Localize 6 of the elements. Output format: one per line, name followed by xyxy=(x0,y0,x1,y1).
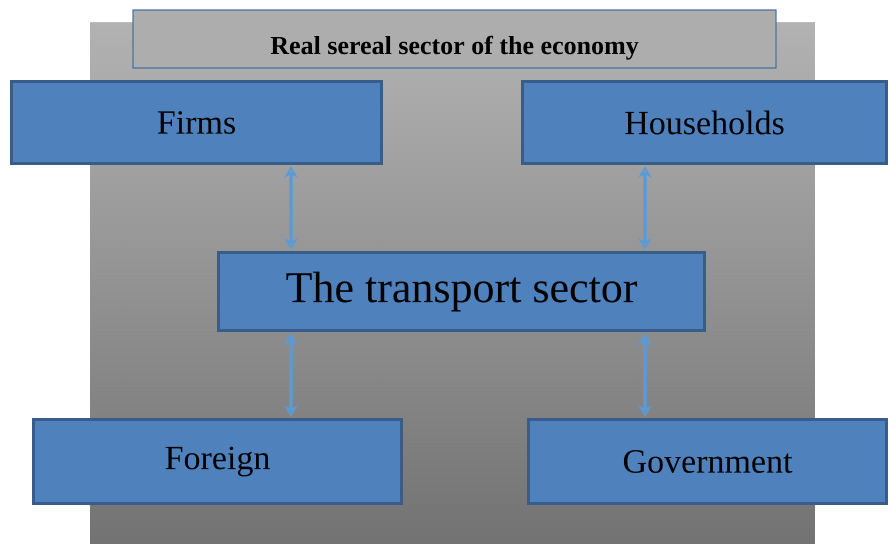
title-box: Real sereal sector of the economy xyxy=(132,9,777,69)
sector-box: Foreign xyxy=(32,418,403,505)
sector-box: Government xyxy=(527,418,888,505)
sector-box: Households xyxy=(521,80,888,165)
sector-box: The transport sector xyxy=(217,251,706,332)
sector-box: Firms xyxy=(10,80,383,165)
